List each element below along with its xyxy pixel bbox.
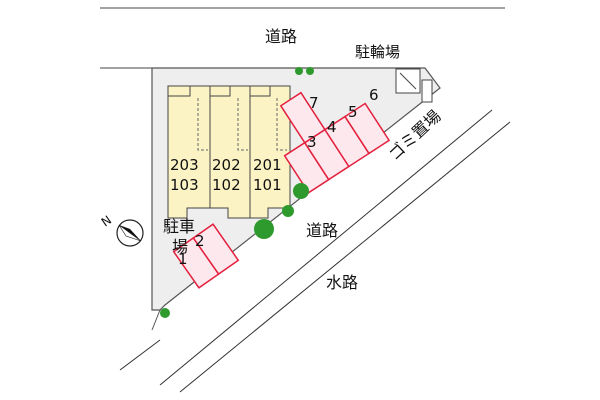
tree: [160, 308, 170, 318]
parking-label-3: 3: [307, 133, 317, 151]
parking-group-upper: [279, 91, 391, 194]
bicycle-parking-label: 駐輪場: [355, 43, 400, 61]
road-diagonal-label: 道路: [306, 221, 338, 240]
apartment-building: 203 103 202 102 201 101: [167, 85, 291, 219]
unit-right: [249, 85, 291, 219]
unit-left: [167, 85, 211, 219]
unit-left-dashed: [197, 98, 208, 151]
tree: [293, 183, 309, 199]
tree: [306, 67, 314, 75]
parking-label-line1: 駐車: [163, 217, 195, 236]
compass-north-label: N: [99, 213, 114, 230]
unit-right-lower: 101: [253, 176, 282, 194]
bicycle-parking-mark: [399, 72, 417, 90]
parking-space-6: [343, 102, 391, 155]
waterway-line-2: [179, 121, 511, 393]
unit-middle-roof: [209, 85, 231, 97]
unit-left-upper: 203: [170, 156, 199, 174]
parking-label-6: 6: [369, 86, 379, 104]
lot-corner-line: [151, 309, 161, 331]
parking-label-1: 1: [178, 250, 188, 268]
parking-label-line2: 場: [172, 237, 188, 256]
waterway-label: 水路: [326, 273, 358, 292]
waterway-line-1: [159, 109, 493, 386]
tree: [254, 219, 274, 239]
road-diag-edge-lower: [119, 339, 161, 371]
unit-right-upper: 201: [253, 156, 282, 174]
unit-middle-dashed: [237, 98, 248, 151]
unit-middle-upper: 202: [212, 156, 241, 174]
garbage-area-box: [421, 79, 433, 103]
unit-right-roof: [249, 85, 271, 97]
unit-middle-lower: 102: [212, 176, 241, 194]
tree: [282, 205, 294, 217]
unit-left-lower: 103: [170, 176, 199, 194]
parking-label-4: 4: [327, 118, 337, 136]
parking-group-lower: [172, 223, 240, 289]
parking-space-7: [279, 91, 326, 144]
trees: [160, 67, 314, 318]
parking-space-2: [192, 223, 240, 276]
road-top-label: 道路: [265, 27, 297, 46]
unit-right-dashed: [276, 98, 287, 151]
parking-label-2: 2: [195, 232, 205, 250]
tree: [295, 67, 303, 75]
parking-label-5: 5: [348, 103, 358, 121]
parking-label-7: 7: [309, 94, 319, 112]
unit-left-roof: [167, 85, 191, 97]
unit-middle: [209, 85, 251, 219]
compass-icon: N: [99, 213, 144, 247]
